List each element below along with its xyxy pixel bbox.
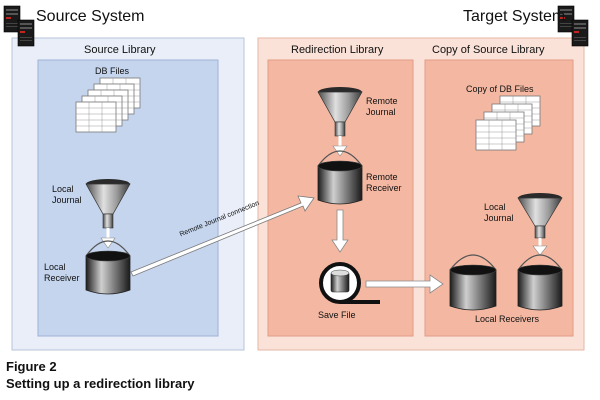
copy-local-journal-label: Local Journal	[484, 202, 514, 223]
save-file-icon	[319, 262, 380, 304]
source-server-icon	[3, 5, 35, 47]
save-file-to-receivers-arrow	[365, 274, 444, 294]
source-library-title: Source Library	[84, 44, 156, 56]
source-system-title: Source System	[36, 8, 145, 25]
copy-of-source-library-title: Copy of Source Library	[432, 44, 545, 56]
local-journal-label: Local Journal	[52, 184, 82, 205]
target-system-title: Target System	[463, 8, 566, 25]
remote-receiver-label: Remote Receiver	[366, 172, 402, 193]
save-file-label: Save File	[318, 310, 356, 320]
figure-caption: Figure 2 Setting up a redirection librar…	[6, 358, 195, 392]
local-receiver-label: Local Receiver	[44, 262, 80, 283]
local-receivers-bucket-icon	[449, 254, 563, 311]
copy-db-files-label: Copy of DB Files	[466, 84, 534, 94]
db-files-label: DB Files	[95, 66, 130, 76]
remote-receiver-bucket-icon	[317, 150, 363, 205]
redirection-library-title: Redirection Library	[291, 44, 384, 56]
figure-title: Setting up a redirection library	[6, 376, 195, 391]
copy-local-journal-funnel-icon	[517, 193, 563, 239]
remote-journal-connection-arrow	[130, 195, 315, 277]
receiver-to-save-file-arrow	[331, 209, 349, 253]
local-receivers-label: Local Receivers	[475, 314, 540, 324]
local-receiver-bucket-icon	[85, 240, 131, 295]
local-journal-funnel-icon	[85, 179, 131, 229]
remote-journal-funnel-icon	[317, 87, 363, 137]
remote-journal-label: Remote Journal	[366, 96, 398, 117]
figure-number: Figure 2	[6, 359, 57, 374]
